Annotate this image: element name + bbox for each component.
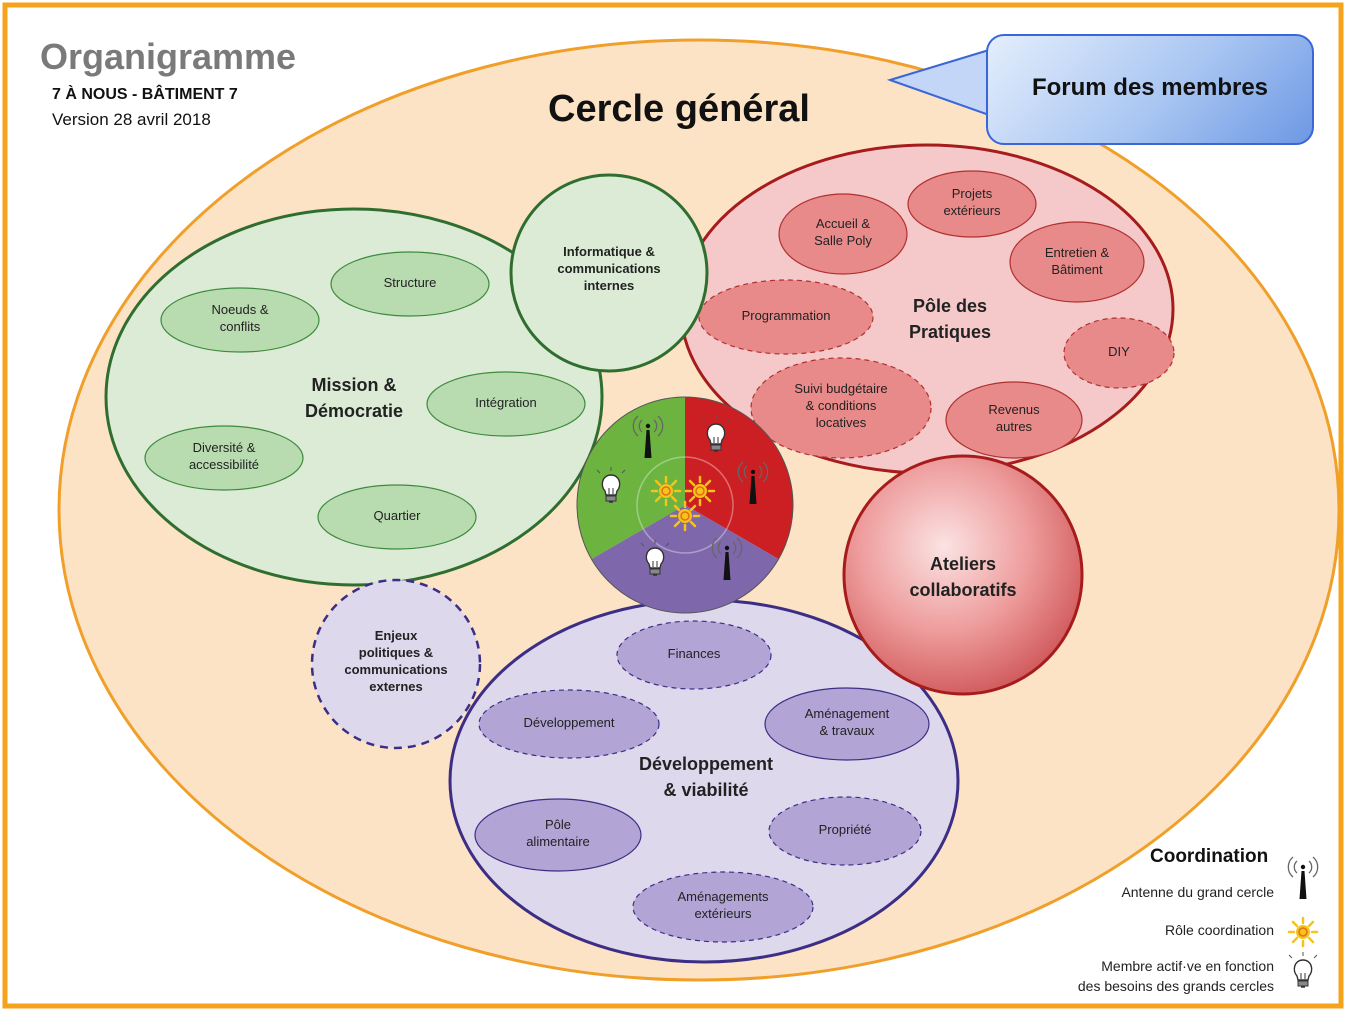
forum-callout bbox=[986, 34, 1314, 145]
sub-projets-shape bbox=[907, 170, 1037, 238]
legend-sun-icon bbox=[1287, 916, 1319, 948]
sub-finances-shape bbox=[616, 620, 772, 690]
sub-developpement-shape bbox=[478, 689, 660, 759]
sub-propriete: Propriété bbox=[818, 822, 872, 837]
page-title: Organigramme bbox=[40, 36, 297, 77]
legend-title: Coordination bbox=[1150, 846, 1269, 867]
sub-amenagement-travaux: Aménagement& travaux bbox=[804, 706, 890, 738]
sub-finances: Finances bbox=[667, 646, 721, 661]
sub-structure: Structure bbox=[383, 275, 437, 290]
enjeux-circle-shape bbox=[310, 578, 482, 750]
mission-label: Mission &Démocratie bbox=[304, 375, 404, 422]
sub-amenagement-shape bbox=[764, 687, 930, 761]
sub-accueil: Accueil &Salle Poly bbox=[814, 216, 872, 248]
legend-item-antenna: Antenne du grand cercle bbox=[1121, 884, 1274, 900]
center-wheel bbox=[576, 396, 794, 614]
sun-icon bbox=[684, 475, 716, 507]
sub-suivi-shape bbox=[750, 357, 932, 459]
sub-quartier-shape bbox=[317, 484, 477, 550]
informatique-circle-shape bbox=[509, 173, 709, 373]
sub-integration-shape bbox=[426, 371, 586, 437]
sub-diversite-shape bbox=[144, 425, 304, 491]
developpement-label: Développement& viabilité bbox=[638, 754, 774, 801]
sub-quartier: Quartier bbox=[373, 508, 421, 523]
sub-noeuds-conflits: Noeuds &conflits bbox=[211, 302, 269, 334]
sub-integration: Intégration bbox=[475, 395, 537, 410]
sub-propriete-shape bbox=[768, 796, 922, 866]
sub-programmation: Programmation bbox=[741, 308, 831, 323]
sub-entretien: Entretien &Bâtiment bbox=[1044, 245, 1110, 277]
sub-diy-shape bbox=[1063, 317, 1175, 389]
sub-diversite: Diversité &accessibilité bbox=[188, 440, 260, 472]
sub-accueil-shape bbox=[778, 193, 908, 275]
sub-structure-shape bbox=[330, 251, 490, 317]
organization-name: 7 À NOUS - BÂTIMENT 7 bbox=[52, 86, 238, 103]
sub-revenus-shape bbox=[945, 381, 1083, 459]
sun-icon bbox=[669, 500, 701, 532]
sub-entretien-shape bbox=[1009, 221, 1145, 303]
sub-developpement: Développement bbox=[523, 715, 615, 730]
sub-noeuds-shape bbox=[160, 287, 320, 353]
forum-label: Forum des membres bbox=[1031, 74, 1269, 101]
cercle-general-label: Cercle général bbox=[548, 88, 810, 130]
sun-icon bbox=[650, 475, 682, 507]
legend-item-coordination: Rôle coordination bbox=[1165, 922, 1274, 938]
sub-diy: DIY bbox=[1108, 344, 1130, 359]
sub-pole-alimentaire-shape bbox=[474, 798, 642, 872]
ateliers-circle-shape bbox=[842, 454, 1084, 696]
sub-amenagements-ext-shape bbox=[632, 871, 814, 943]
version-date: Version 28 avril 2018 bbox=[52, 110, 211, 129]
sub-programmation-shape bbox=[698, 279, 874, 355]
